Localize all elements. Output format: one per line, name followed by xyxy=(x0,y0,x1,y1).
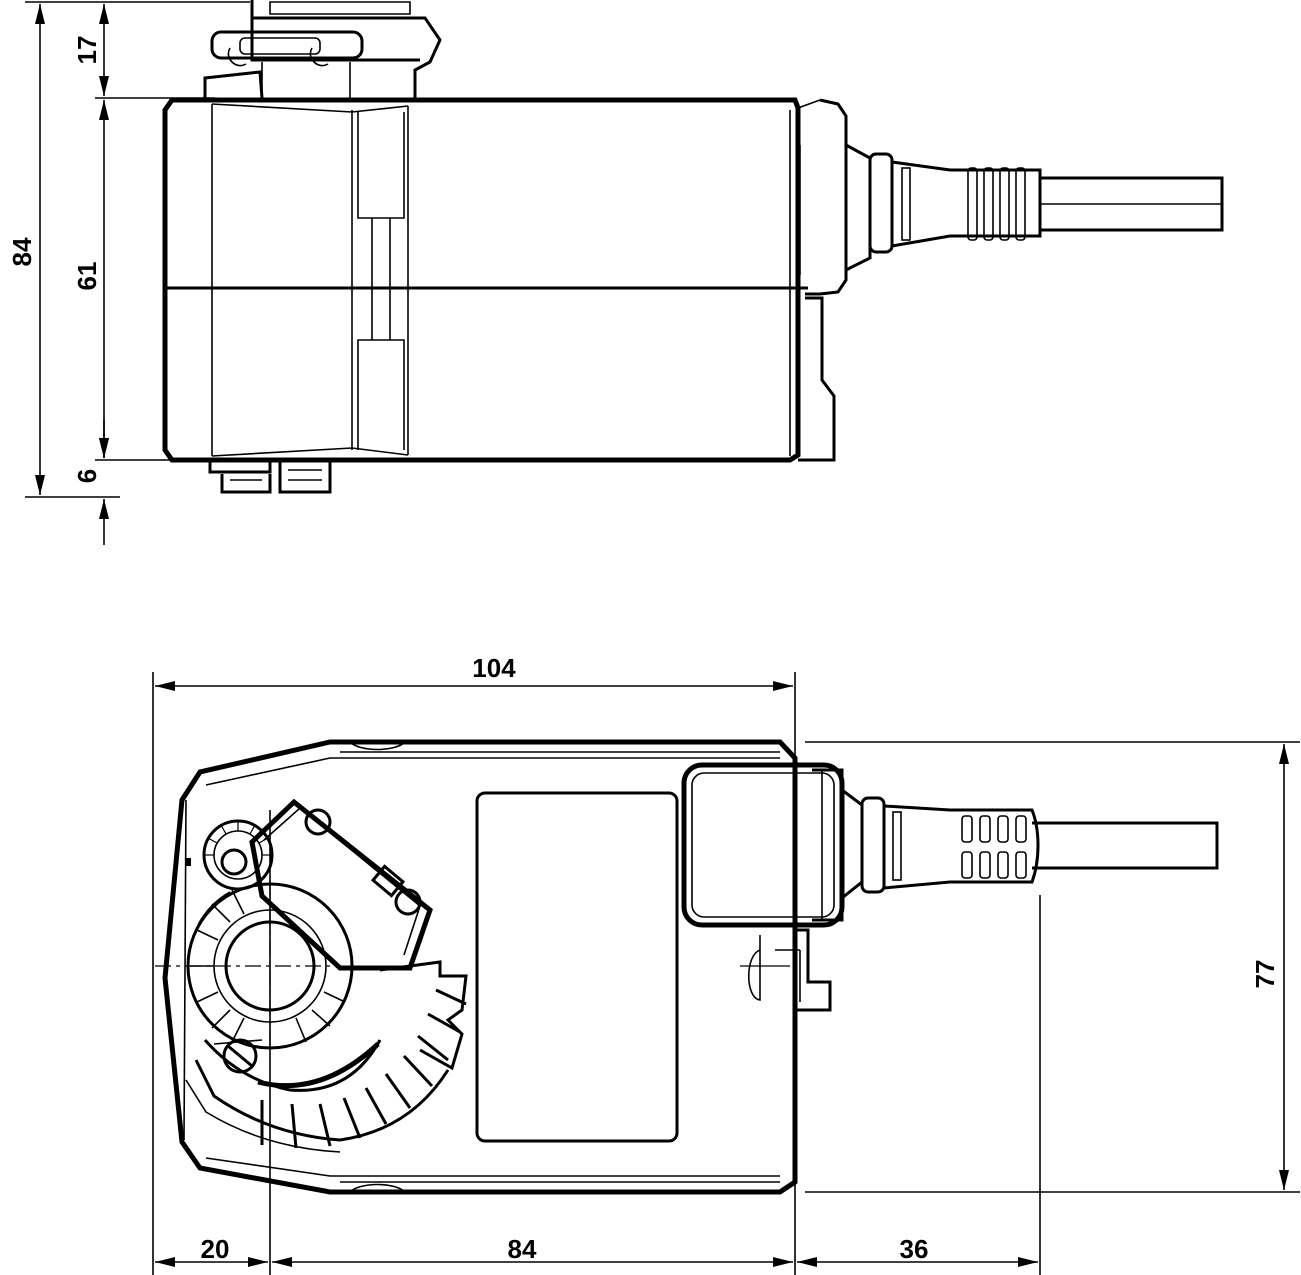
top-dim-connector-height: 17 xyxy=(72,36,102,65)
side-dim-cable-gland: 36 xyxy=(900,1234,929,1264)
side-cable xyxy=(841,788,1219,900)
top-view-dimension-lines xyxy=(25,1,250,545)
side-cable-box xyxy=(681,762,845,928)
top-connector xyxy=(203,0,442,99)
side-dim-body-length: 84 xyxy=(508,1234,537,1264)
top-dim-base-height: 6 xyxy=(72,469,102,483)
side-dim-total-length: 104 xyxy=(472,653,516,683)
top-view: 84 17 61 6 xyxy=(7,0,1224,545)
side-housing xyxy=(162,739,832,1195)
top-dim-total-height: 84 xyxy=(7,237,37,266)
top-body xyxy=(162,97,848,494)
top-dim-body-height: 61 xyxy=(72,262,102,291)
side-dim-shaft-offset: 20 xyxy=(201,1234,230,1264)
top-cable xyxy=(845,143,1224,272)
side-dim-body-height: 77 xyxy=(1250,960,1280,989)
side-view: 104 20 84 36 77 xyxy=(152,653,1300,1275)
side-gear-mechanism xyxy=(185,798,468,1153)
